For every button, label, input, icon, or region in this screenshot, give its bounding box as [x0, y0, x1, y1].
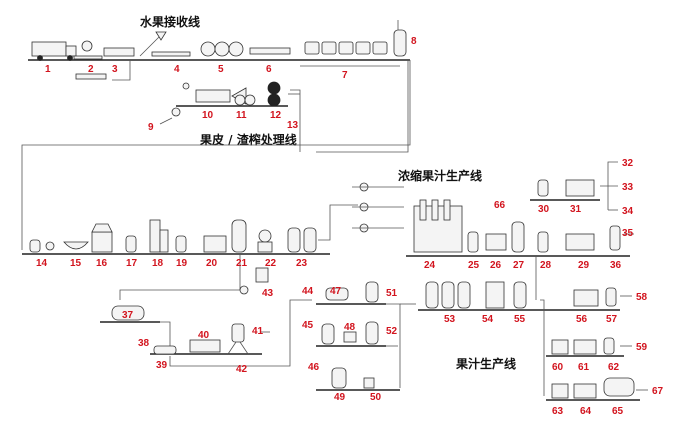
buffer-tank-icon: [393, 20, 407, 57]
label-52: 52: [386, 326, 398, 337]
label-5: 5: [218, 64, 224, 75]
label-41: 41: [252, 326, 264, 337]
sorting-table-icon: [249, 47, 291, 55]
label-21: 21: [236, 258, 248, 269]
label-40: 40: [198, 330, 210, 341]
label-31: 31: [570, 204, 582, 215]
label-62: 62: [608, 362, 620, 373]
label-42: 42: [236, 364, 248, 375]
label-28: 28: [540, 260, 552, 271]
label-18: 18: [152, 258, 164, 269]
label-17: 17: [126, 258, 138, 269]
label-55: 55: [514, 314, 526, 325]
label-13: 13: [287, 120, 299, 131]
label-67: 67: [652, 386, 664, 397]
label-9: 9: [148, 122, 154, 133]
label-12: 12: [270, 110, 282, 121]
label-60: 60: [552, 362, 564, 373]
label-32: 32: [622, 158, 634, 169]
label-57: 57: [606, 314, 618, 325]
title-concentrate-line: 浓缩果汁生产线: [398, 168, 482, 183]
label-39: 39: [156, 360, 168, 371]
label-29: 29: [578, 260, 590, 271]
label-24: 24: [424, 260, 436, 271]
label-66: 66: [494, 200, 506, 211]
truck-icon: [31, 41, 77, 61]
label-33: 33: [622, 182, 634, 193]
juice-line: [100, 256, 648, 401]
elevator-hopper-icon: [139, 31, 191, 57]
label-51: 51: [386, 288, 398, 299]
label-27: 27: [513, 260, 525, 271]
title-peel-pomace: 果皮 / 渣榨处理线: [199, 132, 297, 147]
label-10: 10: [202, 110, 214, 121]
title-fruit-receiving: 水果接收线: [140, 14, 200, 29]
label-50: 50: [370, 392, 382, 403]
label-43: 43: [262, 288, 274, 299]
label-46: 46: [308, 362, 320, 373]
label-1: 1: [45, 64, 51, 75]
label-54: 54: [482, 314, 494, 325]
label-47: 47: [330, 286, 342, 297]
label-38: 38: [138, 338, 150, 349]
washing-drums-icon: [200, 41, 244, 57]
fruit-receiving-line: [28, 20, 410, 80]
label-22: 22: [265, 258, 277, 269]
label-35: 35: [622, 228, 634, 239]
label-2: 2: [88, 64, 94, 75]
label-63: 63: [552, 406, 564, 417]
label-8: 8: [411, 36, 417, 47]
peel-pomace-line: [159, 81, 300, 125]
label-45: 45: [302, 320, 314, 331]
label-64: 64: [580, 406, 592, 417]
label-23: 23: [296, 258, 308, 269]
label-34: 34: [622, 206, 634, 217]
label-20: 20: [206, 258, 218, 269]
label-3: 3: [112, 64, 118, 75]
label-49: 49: [334, 392, 346, 403]
equipment-labels: 1 2 3 4 5 6 7 8 9 10 11 12 13 14 15 16 1…: [36, 36, 664, 417]
label-30: 30: [538, 204, 550, 215]
label-48: 48: [344, 322, 356, 333]
label-19: 19: [176, 258, 188, 269]
concentrate-line: [352, 161, 634, 257]
label-53: 53: [444, 314, 456, 325]
label-25: 25: [468, 260, 480, 271]
conveyor-icon: [103, 47, 135, 57]
label-56: 56: [576, 314, 588, 325]
label-58: 58: [636, 292, 648, 303]
label-16: 16: [96, 258, 108, 269]
storage-bins-icon: [300, 41, 400, 67]
label-65: 65: [612, 406, 624, 417]
title-juice-line: 果汁生产线: [455, 356, 516, 371]
label-59: 59: [636, 342, 648, 353]
label-26: 26: [490, 260, 502, 271]
label-14: 14: [36, 258, 48, 269]
label-61: 61: [578, 362, 590, 373]
main-processing-line: [22, 204, 358, 300]
label-37: 37: [122, 310, 134, 321]
label-11: 11: [236, 110, 247, 121]
connecting-pipes: [21, 60, 411, 250]
weighbridge-icon: [73, 40, 107, 80]
label-7: 7: [342, 70, 348, 81]
label-4: 4: [174, 64, 180, 75]
label-15: 15: [70, 258, 82, 269]
label-36: 36: [610, 260, 622, 271]
label-6: 6: [266, 64, 272, 75]
label-44: 44: [302, 286, 314, 297]
